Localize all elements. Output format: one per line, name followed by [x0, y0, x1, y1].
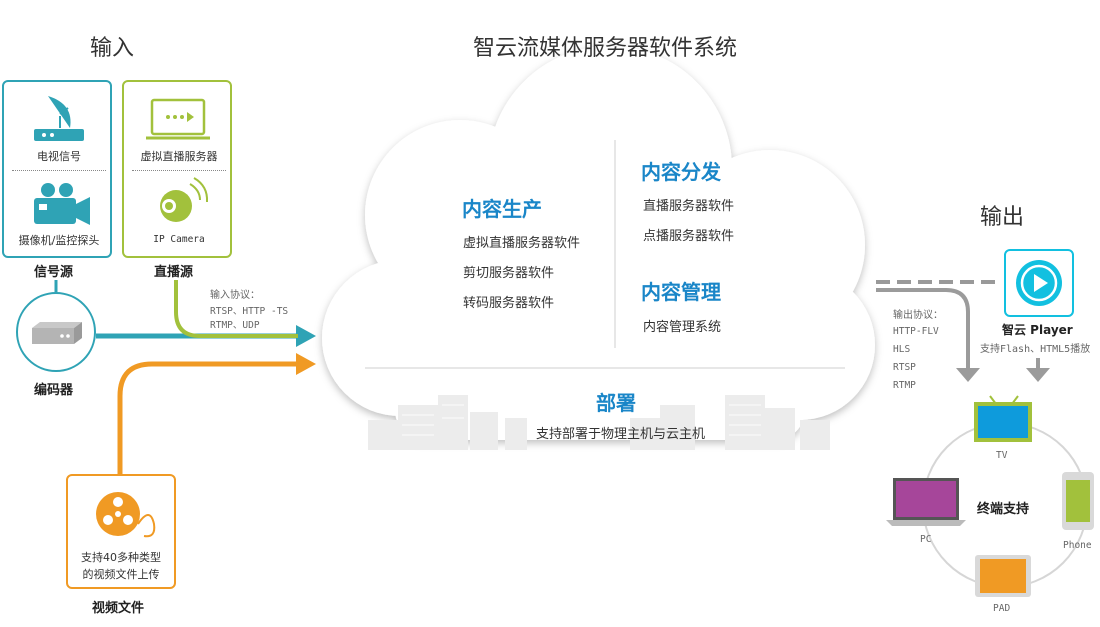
- output-protocol-item-3: RTSP: [893, 362, 916, 373]
- pc-icon: [886, 478, 966, 526]
- server-slots: [402, 404, 761, 436]
- signal-source-label: 信号源: [34, 265, 74, 280]
- distribution-title: 内容分发: [641, 160, 721, 184]
- player-arrow-head: [1026, 368, 1050, 382]
- server-silhouettes: [368, 395, 830, 450]
- distribution-item-2: 点播服务器软件: [643, 229, 735, 244]
- camera-label: 摄像机/监控探头: [18, 234, 100, 247]
- system-title: 智云流媒体服务器软件系统: [473, 36, 738, 61]
- monitor-icon: [146, 98, 210, 140]
- video-file-text2: 的视频文件上传: [82, 568, 160, 581]
- input-protocol-title: 输入协议：: [210, 290, 260, 301]
- orange-arrow-head: [296, 353, 316, 375]
- player-name: 智云 Player: [1002, 323, 1073, 337]
- play-icon: [1016, 260, 1062, 306]
- distribution-item-1: 直播服务器软件: [643, 199, 735, 214]
- output-arrow-head: [956, 368, 980, 382]
- deploy-desc: 支持部署于物理主机与云主机: [536, 427, 706, 442]
- orange-curve-line: [117, 361, 298, 474]
- production-item-3: 转码服务器软件: [463, 296, 555, 311]
- output-protocol-item-1: HTTP-FLV: [893, 326, 939, 337]
- player-desc: 支持Flash、HTML5播放: [980, 344, 1091, 355]
- live-source-label: 直播源: [154, 265, 194, 280]
- teal-arrow-head: [296, 325, 316, 347]
- ip-camera-icon: [160, 177, 209, 222]
- output-protocol-title: 输出协议：: [893, 310, 943, 321]
- input-title: 输入: [90, 36, 135, 61]
- video-file-label: 视频文件: [92, 601, 145, 616]
- signal-source-box: 电视信号 摄像机/监控探头: [2, 80, 112, 258]
- encoder-icon: [32, 322, 82, 344]
- deploy-title: 部署: [596, 391, 636, 415]
- output-title: 输出: [980, 205, 1025, 230]
- phone-icon: [1062, 472, 1094, 530]
- encoder-circle: [16, 292, 96, 372]
- camera-icon: [34, 183, 90, 225]
- tv-label: TV: [996, 450, 1008, 461]
- encoder-label: 编码器: [34, 383, 74, 398]
- production-title: 内容生产: [462, 197, 542, 221]
- production-item-1: 虚拟直播服务器软件: [463, 236, 581, 251]
- video-file-text1: 支持40多种类型: [81, 551, 161, 564]
- player-box: [1004, 249, 1074, 317]
- pad-label: PAD: [993, 603, 1011, 614]
- input-protocol-line1: RTSP、HTTP -TS: [210, 306, 289, 317]
- output-protocol-item-4: RTMP: [893, 380, 916, 391]
- live-divider: [132, 170, 226, 171]
- tv-icon: [974, 395, 1032, 442]
- production-item-2: 剪切服务器软件: [463, 266, 555, 281]
- cloud-shape: [322, 46, 875, 440]
- management-item-1: 内容管理系统: [643, 320, 722, 335]
- pad-icon: [975, 555, 1031, 597]
- output-curve-line: [876, 288, 970, 372]
- film-reel-icon: [96, 492, 156, 538]
- terminal-center-label: 终端支持: [977, 502, 1030, 517]
- phone-label: Phone: [1063, 540, 1092, 551]
- ip-camera-label: IP Camera: [153, 234, 205, 245]
- live-source-box: 虚拟直播服务器 IP Camera: [122, 80, 232, 258]
- signal-divider: [12, 170, 106, 171]
- management-title: 内容管理: [641, 280, 721, 304]
- satellite-icon: [34, 96, 84, 141]
- virtual-live-server-label: 虚拟直播服务器: [140, 150, 218, 163]
- green-curve-line: [174, 280, 298, 338]
- input-protocol-line2: RTMP、UDP: [210, 320, 260, 331]
- tv-signal-label: 电视信号: [37, 150, 81, 163]
- video-file-box: 支持40多种类型 的视频文件上传: [66, 474, 176, 589]
- output-protocol-item-2: HLS: [893, 344, 911, 355]
- pc-label: PC: [920, 534, 932, 545]
